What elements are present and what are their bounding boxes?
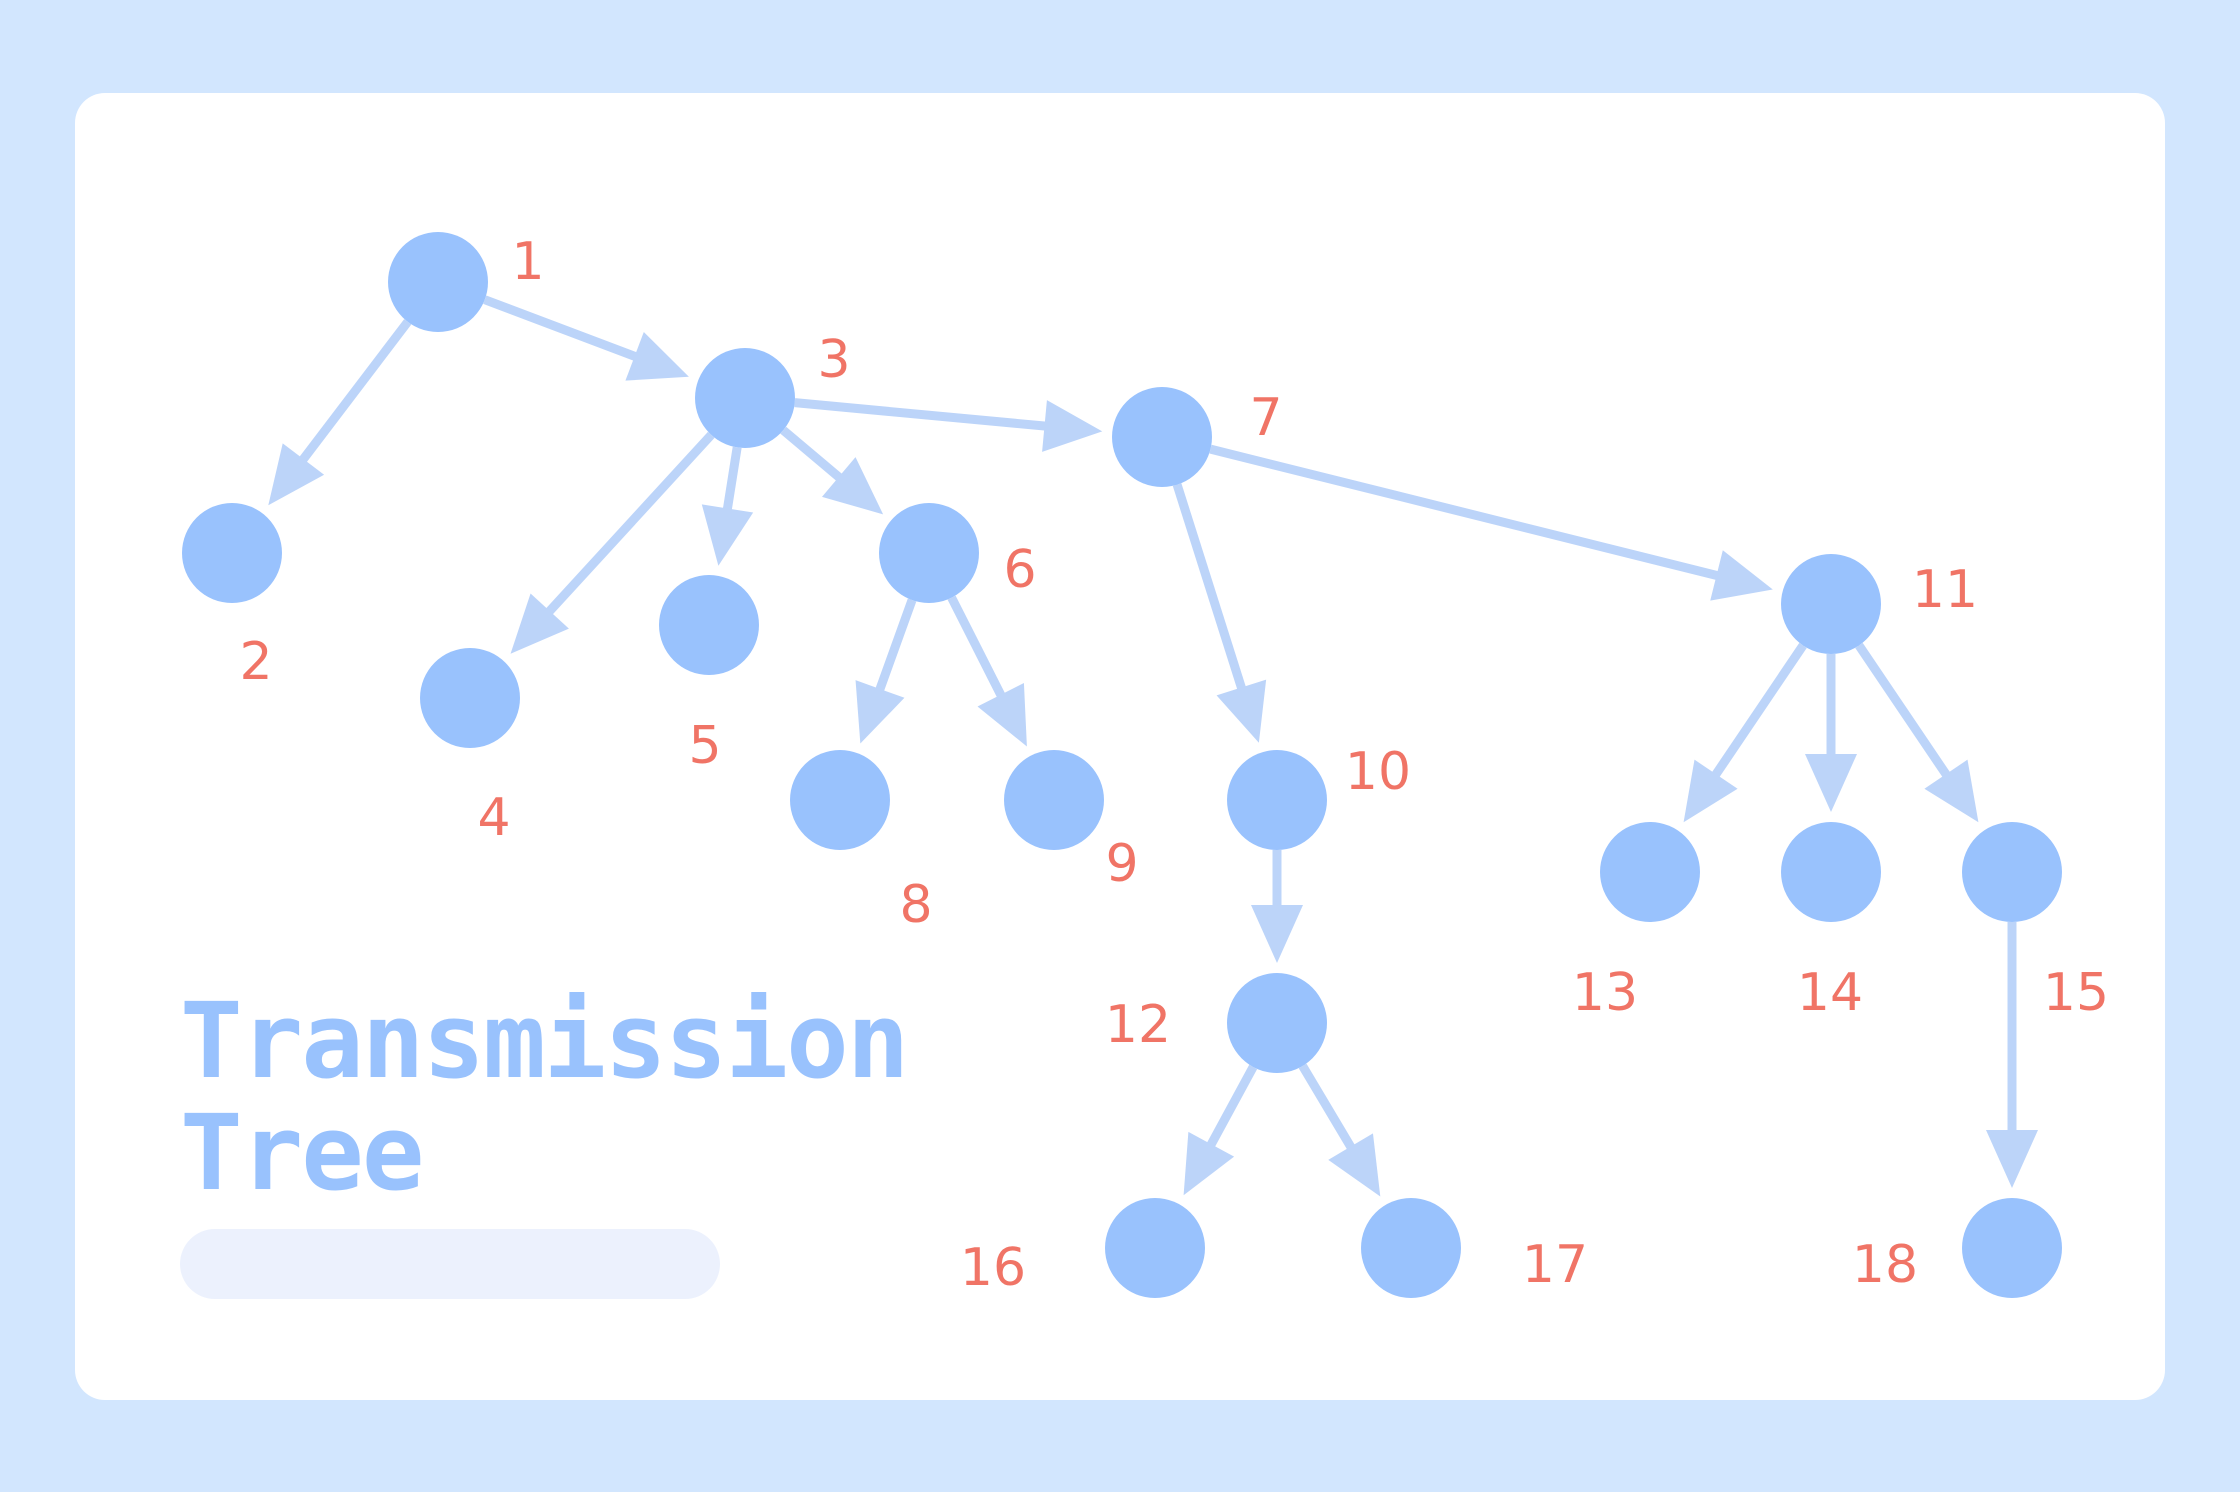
- edge-7-11: [1209, 444, 1773, 601]
- edge-line: [1205, 1064, 1258, 1150]
- node-6: [879, 503, 979, 603]
- edge-line: [1298, 1063, 1357, 1153]
- edge-11-13: [1683, 642, 1807, 823]
- edge-line: [780, 426, 845, 483]
- node-18: [1962, 1198, 2062, 1298]
- edge-3-5: [701, 446, 754, 566]
- node-16: [1105, 1198, 1205, 1298]
- node-label-17: 17: [1522, 1235, 1588, 1295]
- node-label-18: 18: [1852, 1235, 1918, 1295]
- edge-line: [483, 295, 640, 362]
- node-label-3: 3: [817, 330, 850, 390]
- node-label-15: 15: [2043, 963, 2109, 1023]
- edge-line: [1209, 444, 1722, 581]
- edge-6-8: [855, 598, 917, 744]
- edge-line: [297, 319, 412, 465]
- node-13: [1600, 822, 1700, 922]
- node-3: [695, 348, 795, 448]
- node-label-14: 14: [1797, 963, 1863, 1023]
- title-line-1: Transmission: [180, 980, 909, 1102]
- node-15: [1962, 822, 2062, 922]
- arrowhead-icon: [1251, 905, 1303, 963]
- edge-11-15: [1855, 642, 1979, 823]
- node-2: [182, 503, 282, 603]
- edge-line: [947, 595, 1007, 701]
- node-label-7: 7: [1249, 388, 1282, 448]
- title-line-2: Tree: [180, 1092, 424, 1214]
- node-5: [659, 575, 759, 675]
- edge-10-12: [1251, 850, 1303, 963]
- edge-line: [794, 398, 1049, 431]
- node-label-2: 2: [239, 632, 272, 692]
- edge-line: [1855, 642, 1952, 781]
- edge-line: [1172, 483, 1247, 693]
- arrowhead-icon: [855, 680, 905, 744]
- arrowhead-icon: [1805, 754, 1857, 812]
- edge-12-16: [1183, 1064, 1258, 1196]
- node-8: [790, 750, 890, 850]
- node-label-11: 11: [1912, 560, 1978, 620]
- arrowhead-icon: [1183, 1131, 1235, 1196]
- node-12: [1227, 973, 1327, 1073]
- edge-3-6: [780, 426, 884, 515]
- edge-11-14: [1805, 654, 1857, 812]
- edge-line: [1710, 642, 1807, 781]
- node-1: [388, 232, 488, 332]
- arrowhead-icon: [1683, 759, 1738, 823]
- arrowhead-icon: [1216, 679, 1267, 743]
- arrowhead-icon: [1328, 1133, 1381, 1197]
- arrowhead-icon: [268, 443, 325, 506]
- arrowhead-icon: [1710, 550, 1773, 601]
- node-7: [1112, 387, 1212, 487]
- edge-3-4: [510, 431, 715, 654]
- edge-line: [722, 446, 742, 514]
- node-label-5: 5: [688, 716, 721, 776]
- arrowhead-icon: [977, 682, 1027, 747]
- edge-line: [543, 431, 715, 618]
- node-label-1: 1: [511, 232, 544, 292]
- node-label-16: 16: [960, 1238, 1026, 1298]
- node-label-12: 12: [1105, 995, 1171, 1055]
- node-11: [1781, 554, 1881, 654]
- arrowhead-icon: [701, 504, 754, 566]
- node-10: [1227, 750, 1327, 850]
- edge-line: [874, 598, 917, 695]
- node-label-9: 9: [1105, 834, 1138, 894]
- node-label-6: 6: [1003, 540, 1036, 600]
- edge-1-3: [483, 295, 689, 381]
- node-14: [1781, 822, 1881, 922]
- edge-12-17: [1298, 1063, 1381, 1197]
- arrowhead-icon: [625, 331, 689, 381]
- diagram-title: Transmission Tree: [180, 980, 909, 1214]
- edge-15-18: [1986, 922, 2038, 1188]
- node-label-10: 10: [1345, 742, 1411, 802]
- arrowhead-icon: [1986, 1130, 2038, 1188]
- node-9: [1004, 750, 1104, 850]
- node-4: [420, 648, 520, 748]
- node-label-8: 8: [899, 875, 932, 935]
- node-17: [1361, 1198, 1461, 1298]
- arrowhead-icon: [1924, 759, 1979, 823]
- edge-6-9: [947, 595, 1027, 747]
- edge-1-2: [268, 319, 412, 506]
- arrowhead-icon: [822, 457, 884, 515]
- edge-7-10: [1172, 483, 1267, 743]
- arrowhead-icon: [1042, 400, 1103, 452]
- node-label-4: 4: [477, 788, 510, 848]
- edge-3-7: [794, 398, 1103, 452]
- placeholder-bar: [180, 1229, 720, 1299]
- nodes-layer: [182, 232, 2062, 1298]
- arrowhead-icon: [510, 593, 569, 654]
- node-label-13: 13: [1572, 963, 1638, 1023]
- edges-layer: [268, 295, 2038, 1197]
